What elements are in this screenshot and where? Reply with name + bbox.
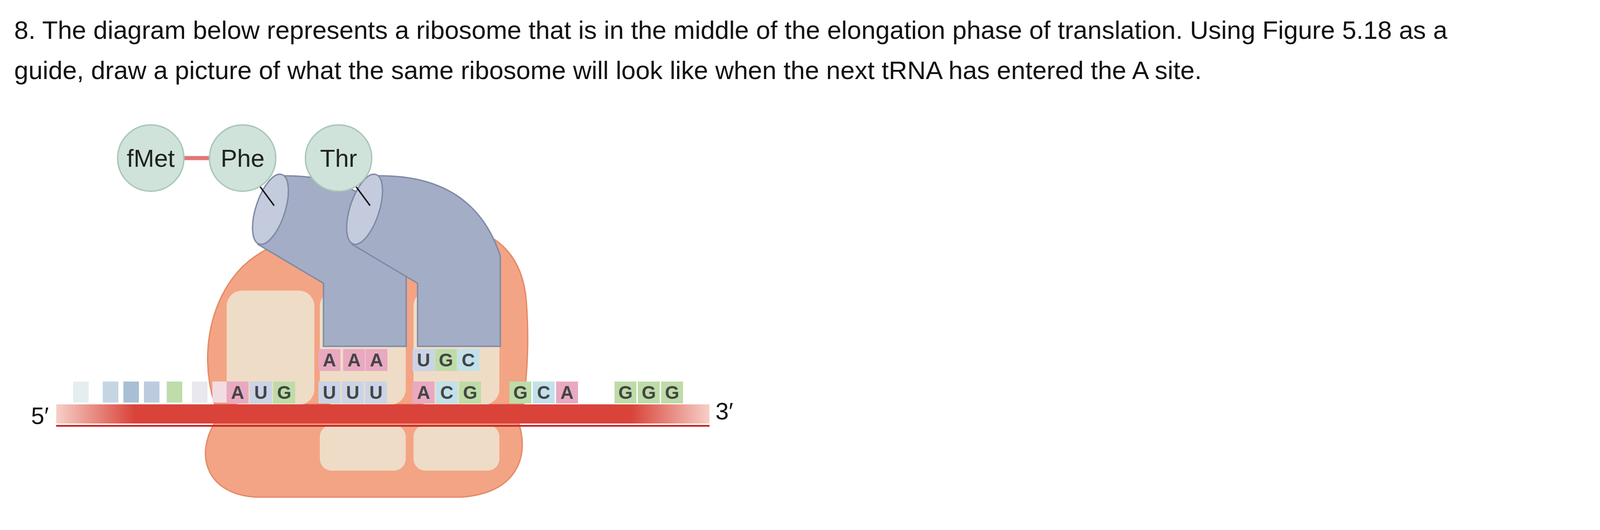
amino-acid-circle: fMet: [116, 124, 185, 192]
codon-base: A: [412, 381, 435, 404]
codon-base: C: [532, 381, 555, 404]
peptide-bond: [184, 158, 209, 159]
anticodon-base: A: [318, 349, 341, 371]
trna-a-site: [339, 169, 501, 347]
nucleotide-tile: [191, 381, 208, 403]
codon-base: G: [509, 381, 532, 404]
e-site: [226, 290, 315, 405]
amino-acid-name: Thr: [320, 143, 358, 173]
codon-base: A: [556, 381, 578, 404]
codon-base: U: [341, 381, 364, 404]
nucleotide-tile: [143, 381, 160, 403]
anticodon-base: A: [343, 349, 366, 371]
small-subunit: [205, 422, 523, 498]
nucleotide-tile: [212, 381, 228, 403]
amino-acid-circle: Phe: [208, 124, 277, 192]
strand-end-label: 3′: [715, 397, 734, 425]
strand-end-label: 5′: [31, 402, 49, 430]
amino-acid-name: Phe: [220, 143, 265, 173]
small-subunit-slot: [319, 424, 406, 471]
codon-base: G: [614, 381, 637, 404]
mrna-strand: [56, 404, 710, 424]
codon-base: U: [318, 381, 341, 404]
amino-acid-circle: Thr: [304, 124, 373, 192]
small-subunit-slot: [413, 424, 500, 471]
codon-base: G: [637, 381, 660, 404]
codon-base: G: [661, 381, 684, 404]
codon-base: U: [365, 381, 387, 404]
nucleotide-tile: [166, 381, 183, 403]
attachment-line: [258, 184, 275, 206]
anticodon-base: G: [434, 349, 457, 371]
anticodon-base: U: [412, 349, 435, 371]
attachment-line: [354, 184, 371, 206]
nucleotide-tile: [73, 381, 89, 403]
amino-acid-name: fMet: [126, 143, 175, 173]
codon-base: G: [459, 381, 482, 404]
nucleotide-tile: [102, 381, 119, 403]
question-text: 8. The diagram below represents a riboso…: [14, 10, 1500, 91]
mrna-backbone: [56, 424, 710, 427]
anticodon-base: C: [457, 349, 480, 371]
codon-base: G: [273, 381, 296, 404]
codon-base: U: [249, 381, 272, 404]
codon-base: C: [435, 381, 458, 404]
anticodon-base: A: [365, 349, 388, 371]
nucleotide-tile: [123, 381, 139, 403]
codon-base: A: [226, 381, 249, 404]
